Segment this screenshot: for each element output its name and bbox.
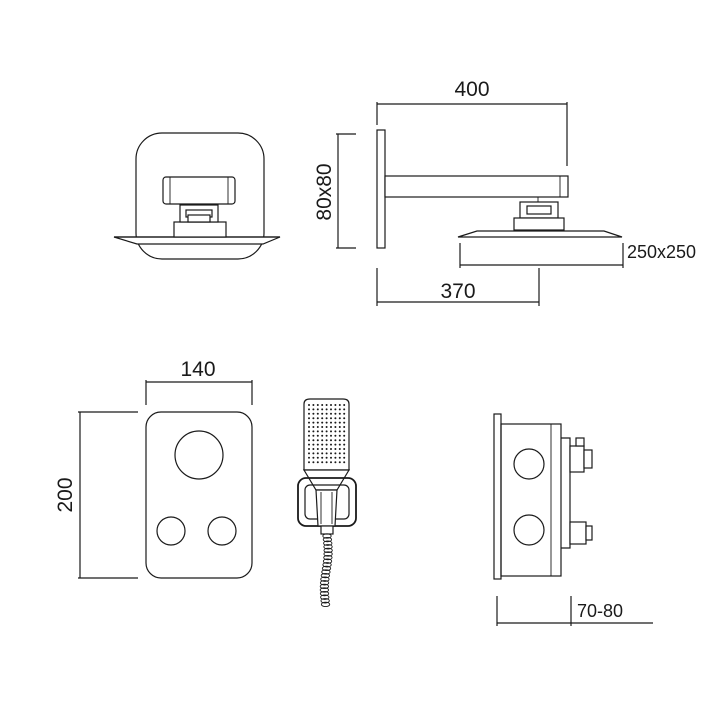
valve-body-side-view: 70-80 (493, 413, 653, 626)
dim-projection: 370 (440, 280, 475, 303)
front-view-backplate (135, 132, 265, 260)
dim-arm-section: 80x80 (313, 163, 336, 220)
dim-arm-length: 400 (454, 78, 489, 101)
hand-shower-head (303, 398, 350, 471)
front-view-arm-end (162, 176, 236, 205)
hand-shower-neck (302, 469, 351, 491)
dim-wall-depth: 70-80 (577, 601, 623, 621)
left-diverter-knob (156, 516, 186, 546)
hose-connector (320, 525, 334, 535)
valve-lower-fitting (569, 521, 587, 545)
side-view-head-disk (457, 230, 623, 238)
side-view-wall-flange (376, 129, 386, 249)
main-control-knob (174, 430, 224, 480)
valve-side-channel (561, 437, 571, 549)
dim-plate-height: 200 (54, 477, 77, 512)
control-plate (145, 411, 253, 579)
shower-head-front-view (113, 132, 281, 260)
right-diverter-knob (207, 516, 237, 546)
dim-head-size: 250x250 (627, 242, 696, 262)
hand-shower-nozzles (308, 404, 346, 464)
hand-shower-view (297, 398, 357, 608)
valve-main-port (513, 448, 545, 480)
hand-shower-handle (315, 489, 338, 527)
front-view-connector-base (173, 221, 227, 238)
valve-upper-fitting (569, 445, 585, 473)
valve-wall-plate (493, 413, 502, 580)
shower-arm-side-view: 400 80x80 250x250 370 (313, 78, 696, 306)
control-plate-front-view: 140 200 (54, 358, 253, 579)
dim-plate-width: 140 (180, 358, 215, 381)
side-view-connector-base (513, 217, 565, 231)
side-view-arm (384, 175, 569, 198)
valve-body (500, 423, 562, 577)
valve-secondary-port (513, 514, 545, 546)
hand-shower-hose (319, 533, 333, 608)
front-view-head-disk (113, 236, 281, 245)
